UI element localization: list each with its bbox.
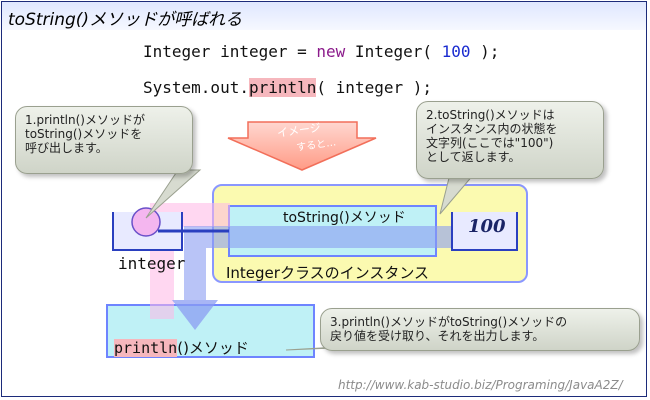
callout-note-3: 3.println()メソッドがtoString()メソッドの 戻り値を受け取り… (320, 308, 640, 351)
println-highlight: println (114, 339, 178, 357)
source-url: http://www.kab-studio.biz/Programing/Jav… (338, 378, 623, 392)
image-arrow (227, 121, 377, 171)
code-text: System.out. (143, 78, 249, 97)
return-band-vertical (184, 248, 206, 300)
title-bar (2, 2, 646, 30)
return-band-horizontal (184, 226, 456, 248)
code-keyword-new: new (316, 42, 346, 61)
callout-note-2: 2.toString()メソッドは インスタンス内の状態を 文字列(ここでは"1… (416, 101, 604, 179)
code-text: Integer( (345, 42, 442, 61)
println-label-rest: ()メソッド (177, 339, 249, 357)
code-text: Integer integer = (143, 42, 317, 61)
code-text: ( integer ); (316, 78, 432, 97)
value-label: 100 (468, 216, 506, 237)
tostring-method-label: toString()メソッド (283, 210, 406, 226)
instance-label: Integerクラスのインスタンス (226, 264, 430, 282)
code-line-2: System.out.println( integer ); (143, 78, 432, 97)
code-text: ); (470, 42, 500, 61)
callout-note-1: 1.println()メソッドが toString()メソッドを 呼び出します。 (15, 106, 193, 174)
code-number: 100 (441, 42, 471, 61)
note2-pointer (439, 173, 476, 215)
return-arrow-head (172, 300, 218, 330)
reference-circle (131, 207, 161, 237)
variable-label: integer (118, 254, 186, 273)
page-title: toString()メソッドが呼ばれる (8, 10, 243, 30)
code-line-1: Integer integer = new Integer( 100 ); (143, 42, 499, 61)
value-container (451, 212, 518, 251)
code-highlight-println: println (248, 78, 317, 97)
println-method-label: println()メソッド (114, 337, 249, 358)
